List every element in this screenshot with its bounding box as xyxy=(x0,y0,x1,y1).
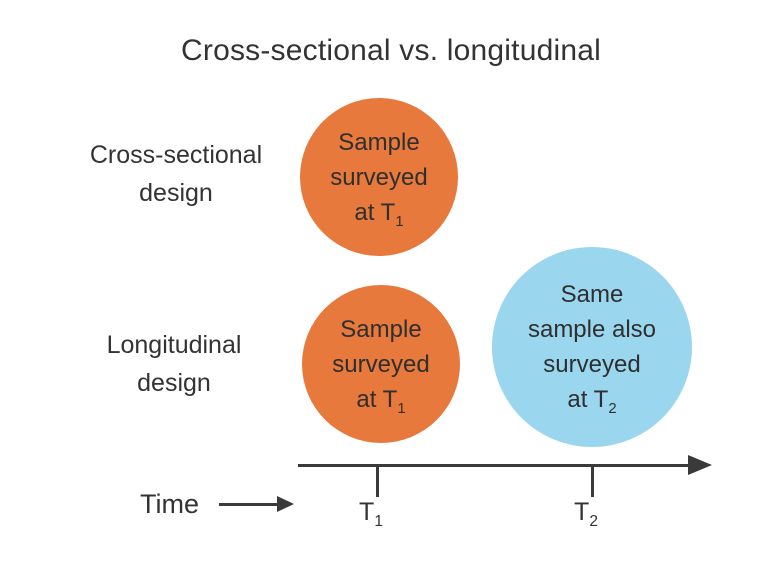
row-label-line-1: Longitudinal xyxy=(106,331,242,359)
circle-text-line: sample also xyxy=(527,316,657,343)
circle-text: Same sample also surveyed at T2 xyxy=(528,277,656,417)
subscript: 2 xyxy=(608,400,617,417)
circle-text-line: at T1 xyxy=(354,198,404,230)
axis-tick-label-t2: T2 xyxy=(574,498,598,530)
row-label-cross-sectional-design: Cross-sectional design xyxy=(46,136,306,212)
circle-text-line: Sample xyxy=(340,315,422,343)
circle-text-line: at T1 xyxy=(356,385,406,417)
axis-tick-t1 xyxy=(376,464,379,497)
circle-text-line: surveyed xyxy=(543,351,641,378)
circle-text-line: Sample xyxy=(338,128,420,156)
time-arrow-line xyxy=(219,503,279,506)
subscript: 1 xyxy=(395,213,404,230)
circle-text-line: Same xyxy=(560,281,624,308)
axis-tick-label-t1: T1 xyxy=(359,498,383,530)
subscript: 1 xyxy=(397,400,406,417)
row-label-longitudinal-design: Longitudinal design xyxy=(44,326,304,402)
row-label-line-2: design xyxy=(139,179,213,207)
circle-text: Sample surveyed at T1 xyxy=(332,312,429,417)
circle-longitudinal-same-sample-t2: Same sample also surveyed at T2 xyxy=(492,247,692,447)
time-arrow-icon xyxy=(277,496,294,512)
circle-cross-sectional-sample-t1: Sample surveyed at T1 xyxy=(300,98,458,256)
circle-text-line: surveyed xyxy=(332,350,430,378)
time-axis-line xyxy=(298,464,690,467)
circle-text-line: at T2 xyxy=(567,386,617,417)
subscript: 2 xyxy=(589,513,598,530)
row-label-line-1: Cross-sectional xyxy=(89,141,263,169)
row-label-line-2: design xyxy=(137,369,211,397)
time-axis-label: Time xyxy=(140,489,199,519)
time-axis-arrowhead-icon xyxy=(688,455,712,475)
axis-tick-t2 xyxy=(591,464,594,497)
diagram-title: Cross-sectional vs. longitudinal xyxy=(181,34,601,67)
circle-longitudinal-sample-t1: Sample surveyed at T1 xyxy=(302,285,460,443)
circle-text-line: surveyed xyxy=(330,163,428,191)
subscript: 1 xyxy=(374,513,383,530)
circle-text: Sample surveyed at T1 xyxy=(330,125,427,230)
